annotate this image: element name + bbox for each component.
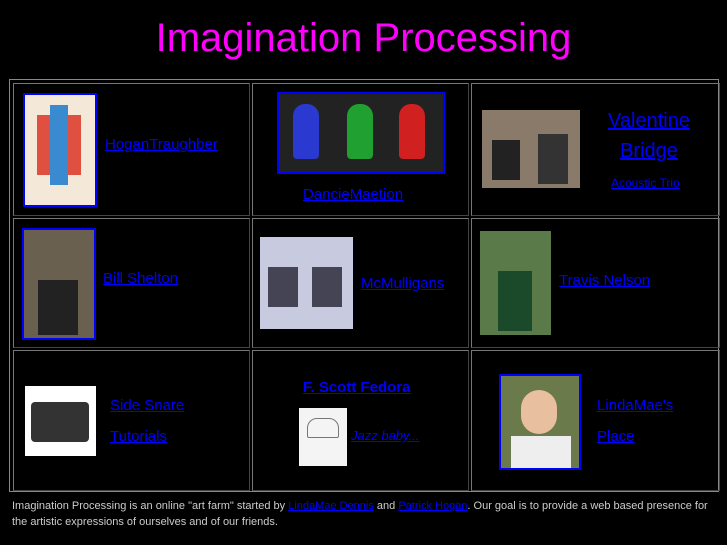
cell-bill: Bill Shelton [13, 218, 250, 348]
travis-image[interactable] [480, 231, 551, 335]
cell-valentine: Valentine Bridge Acoustic Trio [471, 83, 720, 216]
dancie-image[interactable] [277, 92, 445, 174]
mcmulligans-link[interactable]: McMulligans [361, 275, 445, 292]
lindamae-link[interactable]: LindaMae's [597, 397, 674, 414]
bill-image[interactable] [22, 228, 96, 340]
cell-travis: Travis Nelson [471, 218, 720, 348]
lindamae-dennis-link[interactable]: LindaMae Dennis [288, 500, 374, 512]
snare-image[interactable] [25, 386, 96, 456]
hogan-link[interactable]: HoganTraughber [105, 136, 218, 153]
cell-fedora: F. Scott Fedora Jazz baby... [252, 350, 469, 491]
footer-text-1: Imagination Processing is an online "art… [12, 500, 289, 512]
dancie-link[interactable]: DancieMaetion [303, 186, 404, 203]
footer-text-2: . Our goal is to provide a web based pre… [12, 500, 708, 528]
valentine-subtitle-link[interactable]: Acoustic Trio [611, 176, 680, 190]
cell-dancie: DancieMaetion [252, 83, 469, 216]
gallery-table [9, 79, 719, 492]
tutorials-link[interactable]: Tutorials [110, 428, 167, 445]
footer-and: and [373, 500, 399, 512]
snare-link[interactable]: Side Snare [110, 397, 185, 414]
footer-text: Imagination Processing is an online "art… [12, 498, 722, 530]
cell-snare: Side Snare Tutorials [13, 350, 250, 491]
patrick-hogan-link[interactable]: Patrick Hogan [398, 500, 468, 512]
lindamae-image[interactable] [499, 374, 581, 470]
jazz-link[interactable]: Jazz baby... [351, 428, 420, 443]
fedora-link[interactable]: F. Scott Fedora [303, 379, 411, 396]
place-link[interactable]: Place [597, 428, 635, 445]
cell-mcmulligans: McMulligans [252, 218, 469, 348]
fedora-image[interactable] [299, 408, 347, 466]
valentine-image[interactable] [482, 110, 580, 188]
mcmulligans-image[interactable] [260, 237, 353, 329]
valentine-link[interactable]: Valentine Bridge [608, 110, 690, 162]
bill-link[interactable]: Bill Shelton [103, 270, 179, 287]
cell-hogan: HoganTraughber [13, 83, 250, 216]
travis-link[interactable]: Travis Nelson [559, 272, 651, 289]
page-title: Imagination Processing [155, 16, 572, 60]
cell-lindamae: LindaMae's Place [471, 350, 720, 491]
hogan-image[interactable] [23, 93, 97, 207]
